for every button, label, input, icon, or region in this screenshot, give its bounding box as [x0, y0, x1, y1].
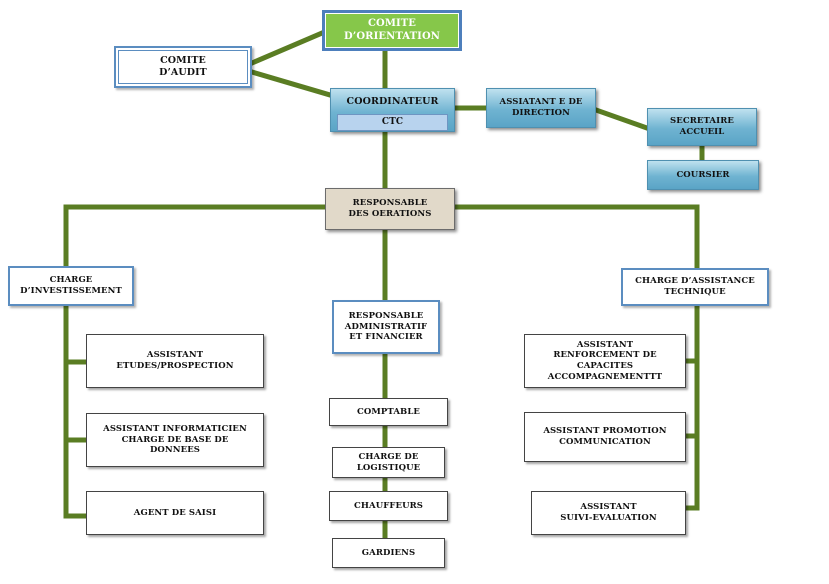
assistant-renforcement-line-2: RENFORCEMENT DE: [553, 350, 657, 361]
charge-logistique-box: CHARGE DE LOGISTIQUE: [332, 447, 445, 478]
charge-assistance-line-2: TECHNIQUE: [664, 287, 726, 297]
assistante-direction-box: ASSIATANT E DE DIRECTION: [486, 88, 596, 128]
responsable-administratif-line-3: ET FINANCIER: [349, 332, 423, 343]
assistant-renforcement-line-1: ASSISTANT: [576, 339, 634, 350]
assistant-renforcement-line-3: CAPACITES: [576, 361, 634, 371]
responsable-administratif-line-2: ADMINISTRATIF: [344, 321, 428, 332]
assistant-suivi-line-2: SUIVI-EVALUATION: [560, 513, 657, 523]
responsable-administratif-box: RESPONSABLE ADMINISTRATIF ET FINANCIER: [332, 300, 440, 354]
charge-investissement-box: CHARGE D’INVESTISSEMENT: [8, 266, 134, 306]
assistant-promotion-line-2: COMMUNICATION: [559, 437, 651, 447]
responsable-operations-line-2: DES OERATIONS: [348, 209, 432, 219]
secretaire-accueil-box: SECRETAIRE ACCUEIL: [647, 108, 757, 146]
responsable-operations-box: RESPONSABLE DES OERATIONS: [325, 188, 455, 230]
assistant-suivi-line-1: ASSISTANT: [580, 502, 637, 513]
assistant-informaticien-box: ASSISTANT INFORMATICIEN CHARGE DE BASE D…: [86, 413, 264, 467]
secretaire-accueil-line-2: ACCUEIL: [679, 127, 725, 137]
assistant-informaticien-line-1: ASSISTANT INFORMATICIEN: [103, 424, 247, 435]
charge-investissement-line-2: D’INVESTISSEMENT: [20, 286, 122, 296]
assistant-informaticien-line-3: DONNEES: [149, 445, 201, 456]
assistant-etudes-line-1: ASSISTANT: [146, 350, 204, 361]
chauffeurs-box: CHAUFFEURS: [329, 491, 448, 521]
comptable-label: COMPTABLE: [357, 406, 420, 417]
comite-audit-box: COMITE D’AUDIT: [114, 46, 252, 88]
coursier-label: COURSIER: [676, 169, 730, 180]
assistant-renforcement-line-4: ACCOMPAGNEMENTTT: [547, 371, 663, 382]
coordinateur-box: COORDINATEUR CTC: [330, 88, 455, 132]
comptable-box: COMPTABLE: [329, 398, 448, 426]
comite-orientation-box: COMITE D’ORIENTATION: [322, 10, 462, 51]
assistant-informaticien-line-2: CHARGE DE BASE DE: [121, 434, 229, 445]
assistant-suivi-box: ASSISTANT SUIVI-EVALUATION: [531, 491, 686, 535]
assistant-etudes-line-2: ETUDES/PROSPECTION: [116, 361, 234, 371]
comite-audit-line-1: COMITE: [160, 55, 206, 67]
coordinateur-sub: CTC: [381, 116, 404, 127]
assistant-etudes-box: ASSISTANT ETUDES/PROSPECTION: [86, 334, 264, 388]
chauffeurs-label: CHAUFFEURS: [354, 500, 423, 511]
charge-logistique-line-1: CHARGE DE: [358, 451, 419, 462]
charge-investissement-line-1: CHARGE: [49, 275, 93, 286]
assistant-promotion-line-1: ASSISTANT PROMOTION: [543, 426, 667, 437]
charge-assistance-technique-box: CHARGE D’ASSISTANCE TECHNIQUE: [621, 268, 769, 306]
responsable-operations-line-1: RESPONSABLE: [352, 198, 428, 209]
assistante-direction-line-1: ASSIATANT E DE: [499, 97, 583, 108]
assistante-direction-line-2: DIRECTION: [511, 108, 571, 118]
assistant-renforcement-box: ASSISTANT RENFORCEMENT DE CAPACITES ACCO…: [524, 334, 686, 388]
coordinateur-title: COORDINATEUR: [346, 96, 439, 107]
gardiens-box: GARDIENS: [332, 538, 445, 568]
agent-saisi-box: AGENT DE SAISI: [86, 491, 264, 535]
secretaire-accueil-line-1: SECRETAIRE: [670, 116, 734, 127]
charge-logistique-line-2: LOGISTIQUE: [356, 462, 421, 473]
comite-audit-line-2: D’AUDIT: [159, 67, 207, 78]
gardiens-label: GARDIENS: [361, 547, 416, 558]
coursier-box: COURSIER: [647, 160, 759, 190]
comite-orientation-line-1: COMITE: [367, 18, 417, 29]
responsable-administratif-line-1: RESPONSABLE: [348, 311, 424, 322]
comite-orientation-line-2: D’ORIENTATION: [344, 30, 440, 42]
charge-assistance-line-1: CHARGE D’ASSISTANCE: [635, 276, 755, 287]
agent-saisi-label: AGENT DE SAISI: [133, 507, 217, 518]
assistant-promotion-box: ASSISTANT PROMOTION COMMUNICATION: [524, 412, 686, 462]
